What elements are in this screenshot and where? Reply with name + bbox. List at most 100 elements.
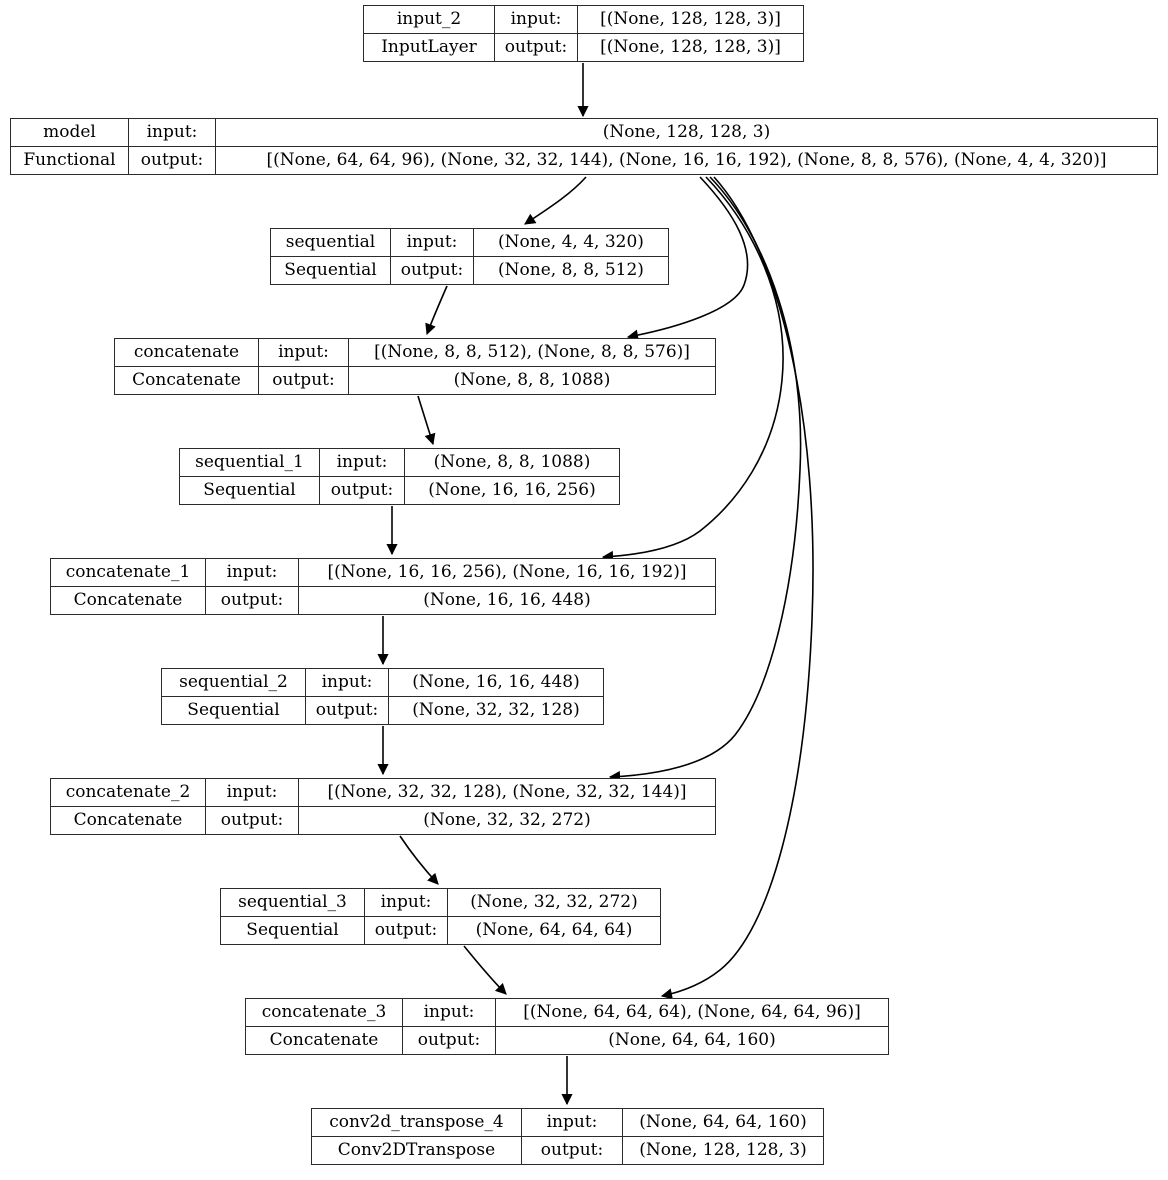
node-layer-class: Sequential [180,477,320,504]
node-input-shape: (None, 128, 128, 3) [602,122,771,142]
node-layer-class: Sequential [271,257,391,284]
node-input-shape: [(None, 16, 16, 256), (None, 16, 16, 192… [327,562,687,582]
node-layer-class: Sequential [221,917,365,944]
node-output-shape: (None, 64, 64, 160) [608,1030,776,1050]
node-input-label: input: [129,119,216,146]
node-output-label: output: [391,257,474,284]
node-output-label: output: [206,587,299,614]
node-output-shape: (None, 8, 8, 1088) [453,370,611,390]
node-input-label: input: [522,1109,623,1136]
node-layer-class: Sequential [162,697,306,724]
node-output-label: output: [306,697,389,724]
edge-concatenate2-to-sequential-3 [399,835,439,885]
node-layer-name: model [11,119,129,146]
node-output-label: output: [259,367,349,394]
node-output-label: output: [365,917,448,944]
node-layer-class: Concatenate [246,1027,403,1054]
node-layer-class: Functional [11,147,129,174]
node-input-label: input: [495,6,578,33]
edge-sequential3-to-concatenate-3 [463,945,507,995]
node-output-shape: (None, 16, 16, 448) [423,590,591,610]
node-output-label: output: [522,1137,623,1164]
node-layer-name: concatenate_1 [51,559,206,586]
node-output-shape: (None, 32, 32, 128) [412,700,580,720]
node-layer-class: Conv2DTranspose [312,1137,522,1164]
node-output-shape: (None, 8, 8, 512) [498,260,644,280]
node-output-shape: [(None, 128, 128, 3)] [600,37,781,57]
node-input-label: input: [206,559,299,586]
node-layer-name: conv2d_transpose_4 [312,1109,522,1136]
node-input-label: input: [259,339,349,366]
node-input-shape: (None, 4, 4, 320) [498,232,644,252]
node-output-shape: (None, 16, 16, 256) [428,480,596,500]
node-layer-name: sequential_2 [162,669,306,696]
node-layer-name: sequential_1 [180,449,320,476]
node-input-shape: [(None, 64, 64, 64), (None, 64, 64, 96)] [523,1002,861,1022]
node-input-label: input: [206,779,299,806]
node-output-label: output: [495,34,578,61]
node-output-label: output: [320,477,405,504]
node-output-label: output: [403,1027,496,1054]
node-input-shape: [(None, 128, 128, 3)] [600,9,781,29]
node-output-label: output: [129,147,216,174]
node-output-shape: (None, 64, 64, 64) [475,920,633,940]
node-layer-name: sequential_3 [221,889,365,916]
edge-model-to-sequential [524,176,587,225]
node-layer-name: concatenate [115,339,259,366]
node-layer-class: Concatenate [115,367,259,394]
node-output-shape: [(None, 64, 64, 96), (None, 32, 32, 144)… [266,150,1107,170]
node-layer-name: concatenate_3 [246,999,403,1026]
edge-concatenate-to-sequential-1 [417,395,436,446]
node-layer-class: Concatenate [51,587,206,614]
node-input-shape: [(None, 8, 8, 512), (None, 8, 8, 576)] [374,342,690,362]
node-output-shape: (None, 128, 128, 3) [639,1140,807,1160]
node-layer-name: sequential [271,229,391,256]
node-layer-class: Concatenate [51,807,206,834]
node-input-shape: (None, 8, 8, 1088) [433,452,591,472]
node-layer-class: InputLayer [364,34,495,61]
node-output-shape: (None, 32, 32, 272) [423,810,591,830]
edge-sequential-to-concatenate [425,285,448,336]
node-input-label: input: [306,669,389,696]
node-input-label: input: [365,889,448,916]
node-input-label: input: [391,229,474,256]
node-input-label: input: [403,999,496,1026]
node-layer-name: input_2 [364,6,495,33]
node-input-shape: [(None, 32, 32, 128), (None, 32, 32, 144… [327,782,687,802]
node-input-shape: (None, 32, 32, 272) [470,892,638,912]
node-input-shape: (None, 16, 16, 448) [412,672,580,692]
